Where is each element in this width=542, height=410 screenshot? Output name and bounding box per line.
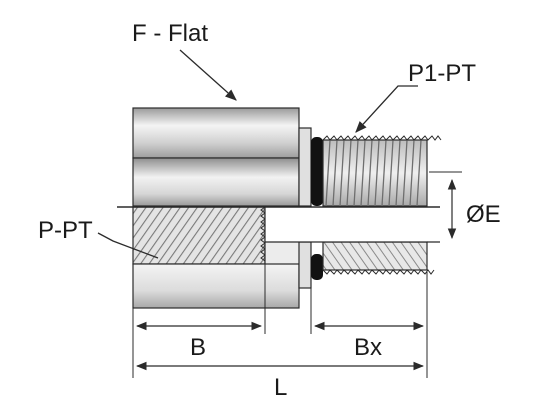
label-l: L [274,374,288,401]
male-thread-crests-upper [325,139,422,207]
o-ring-top [311,137,323,206]
hex-flat-upper [132,107,300,159]
leader-flat [179,49,237,101]
male-thread-bottom-edge [322,269,435,275]
through-bore [265,207,427,242]
label-diameter-e: ØE [466,201,501,228]
male-thread-lower [322,241,428,271]
leader-p1-pt [355,85,418,133]
body-bottom [132,263,300,309]
body-right-lower [264,241,300,265]
label-flat: F - Flat [132,20,208,47]
shoulder-collar-top [298,127,312,207]
female-thread-teeth [260,206,266,262]
label-p1-pt: P1-PT [408,60,477,87]
male-thread-top-edge [322,135,442,141]
label-b: B [190,334,207,361]
o-ring-bottom [311,254,323,280]
shoulder-collar-bottom [298,241,312,289]
hex-flat-middle [132,157,300,207]
leader-p-pt [97,232,159,259]
label-p-pt: P-PT [38,217,93,244]
label-bx: Bx [354,334,383,361]
